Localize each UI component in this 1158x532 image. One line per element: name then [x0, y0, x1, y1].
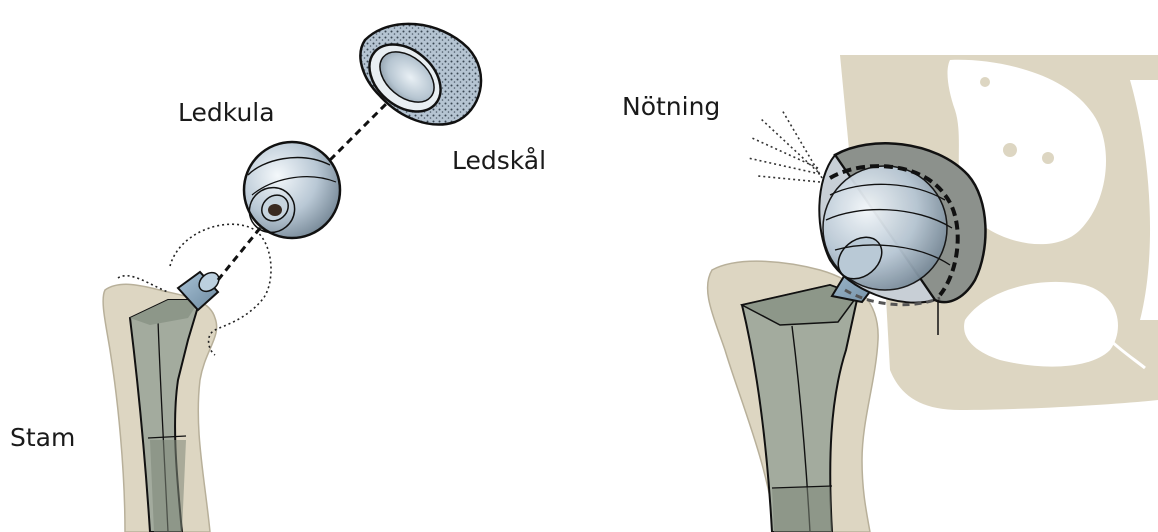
label-stam: Stam [10, 425, 75, 450]
acetabular-cup-icon [356, 24, 481, 125]
label-ledkula: Ledkula [178, 100, 275, 125]
wear-lines-icon [748, 110, 822, 182]
label-notning: Nötning [622, 94, 720, 119]
label-ledskal: Ledskål [452, 148, 546, 173]
ball-head-icon [240, 142, 340, 242]
